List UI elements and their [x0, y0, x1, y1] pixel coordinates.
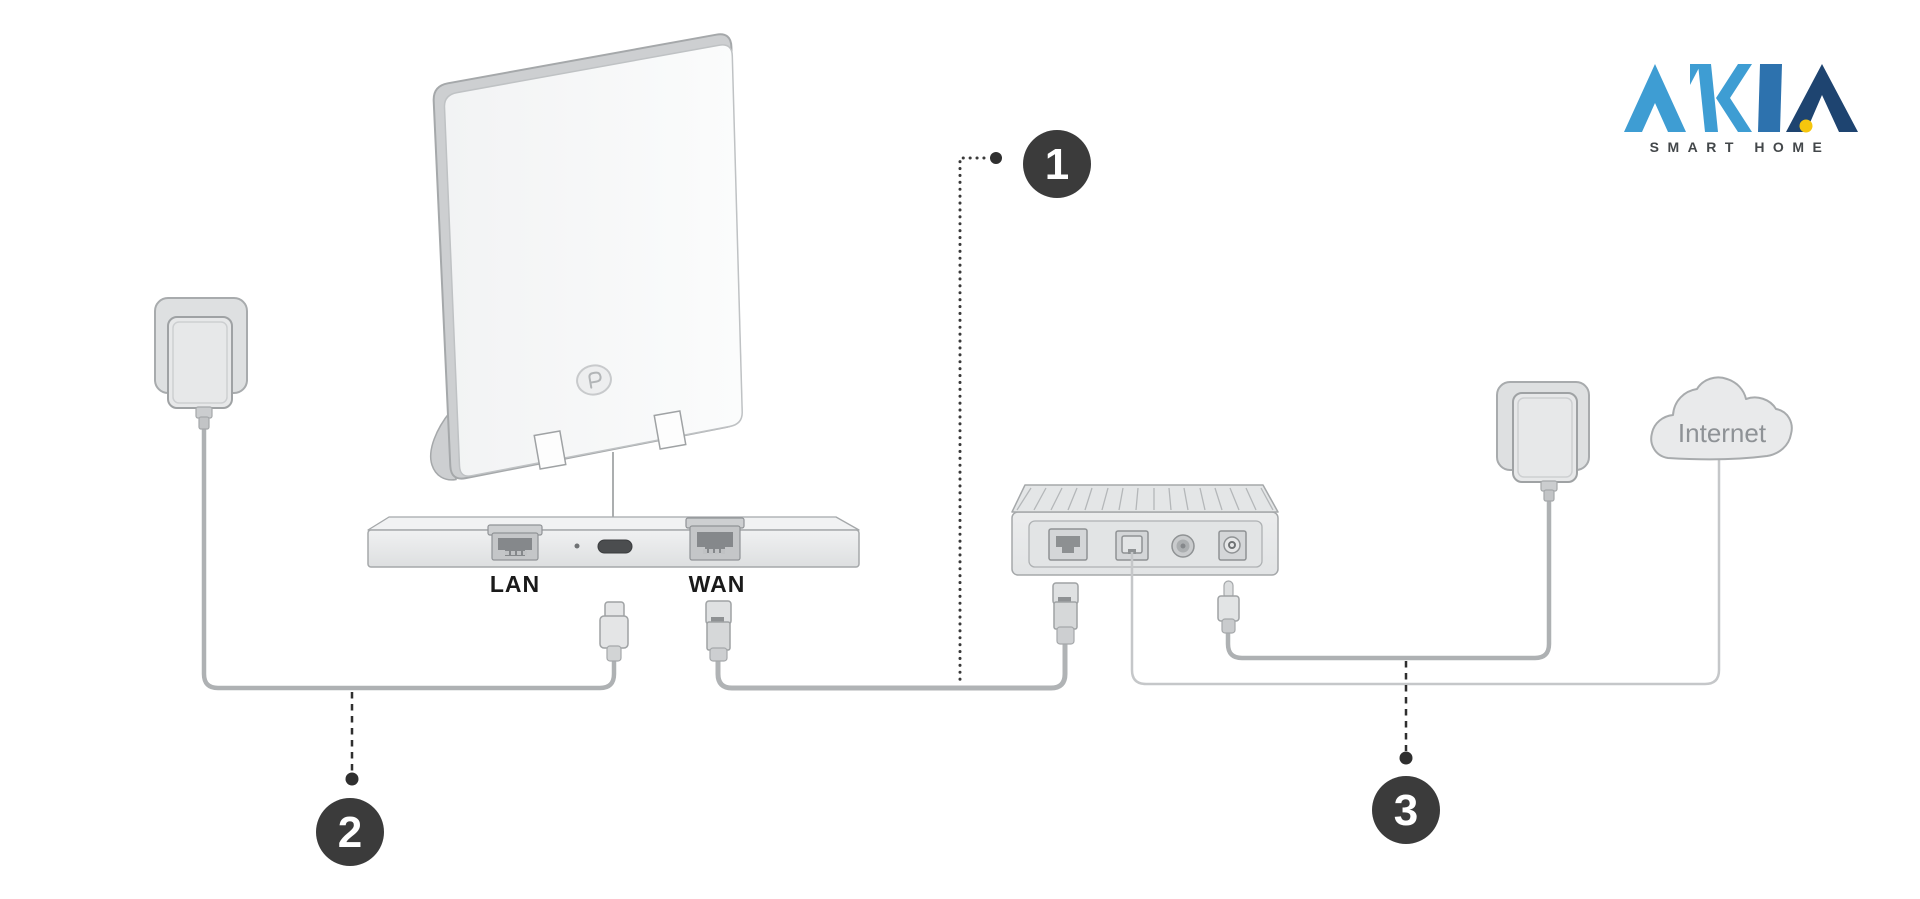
- brand-tagline: SMART HOME: [1650, 139, 1831, 155]
- mount-tab-right: [653, 410, 687, 450]
- logo-letter-a2: [1786, 64, 1858, 132]
- internet-label: Internet: [1678, 418, 1767, 448]
- plug-body: [1053, 601, 1078, 630]
- modem-device: [1011, 484, 1279, 576]
- modem-power-port: [1218, 530, 1247, 561]
- plug-boot: [709, 647, 728, 662]
- adapter-body: [1512, 392, 1578, 483]
- panel-face: [443, 44, 743, 477]
- adapter-body: [167, 316, 233, 409]
- modem-lan-port: [1048, 528, 1088, 561]
- adapter-body-inset: [1517, 397, 1573, 478]
- usb-c-port: [597, 539, 633, 554]
- plug-body: [1217, 595, 1240, 622]
- plug-latch-slot: [711, 617, 724, 622]
- plug-body: [599, 615, 629, 649]
- internet-cloud: Internet: [1650, 376, 1793, 461]
- cloud-shape: [1650, 376, 1793, 461]
- adapter-cable-neck: [1543, 489, 1555, 502]
- callout-3-badge: [1372, 776, 1440, 844]
- adapter-cable-boot: [195, 406, 213, 419]
- reset-pinhole: [574, 543, 580, 549]
- logo-letter-k-stem: [1698, 64, 1718, 132]
- power-adapter-left: [154, 297, 248, 430]
- callout-1-anchor-dot: [990, 152, 1002, 164]
- modem-internet-port: [1115, 530, 1149, 561]
- logo-letter-a1: [1624, 64, 1686, 132]
- modem-coax-port: [1171, 534, 1195, 558]
- callout-1-dotted-line: [958, 156, 986, 682]
- plug-boot: [1221, 618, 1236, 634]
- wifi-panel-device: [430, 33, 743, 481]
- logo-letter-i: [1758, 64, 1782, 132]
- logo-accent-dot: [1799, 119, 1813, 133]
- wan-port-label: WAN: [689, 571, 746, 597]
- modem-to-internet-cable: [1130, 459, 1721, 686]
- callout-1-badge: [1023, 130, 1091, 198]
- ethernet-plug-wan: [705, 600, 732, 662]
- adapter-body-inset: [172, 321, 228, 404]
- power-adapter-right: [1496, 381, 1590, 502]
- logo-letter-k-chevron: [1716, 64, 1752, 132]
- callout-1: 1: [958, 130, 1091, 682]
- panel-logo-badge: [576, 364, 612, 396]
- modem-vent-ridges: [1016, 487, 1274, 511]
- base-top-face: [367, 516, 860, 531]
- dock-base: LAN WAN: [367, 516, 860, 597]
- ethernet-plug-modem: [1052, 582, 1079, 645]
- lan-port-label: LAN: [490, 571, 540, 597]
- panel-logo-glyph: [588, 371, 602, 389]
- plug-body: [706, 621, 731, 651]
- callout-3: 3: [1372, 661, 1440, 844]
- mount-tab-left: [533, 430, 567, 470]
- callout-3-anchor-dot: [1399, 751, 1413, 765]
- callout-2-anchor-dot: [345, 772, 359, 786]
- callout-2-number: 2: [338, 808, 362, 857]
- brand-logo: SMART HOME: [1624, 64, 1858, 155]
- plug-latch-slot: [1058, 597, 1071, 602]
- extender-power-cable: [201, 427, 617, 691]
- lan-port: [487, 524, 543, 561]
- logo-apostrophe: [1690, 64, 1701, 85]
- plug-boot: [1056, 626, 1075, 645]
- callout-1-number: 1: [1045, 140, 1069, 189]
- wan-to-modem-ethernet-cable: [715, 644, 1068, 691]
- adapter-cable-neck: [198, 416, 210, 430]
- wan-port: [685, 517, 745, 561]
- plug-boot: [606, 645, 622, 662]
- callout-3-number: 3: [1394, 786, 1418, 835]
- dc-power-plug: [1217, 580, 1240, 634]
- modem-power-cable: [1225, 498, 1552, 661]
- modem-top-face: [1011, 484, 1279, 513]
- callout-2: 2: [316, 692, 384, 866]
- callout-2-badge: [316, 798, 384, 866]
- usb-c-power-plug: [599, 601, 629, 662]
